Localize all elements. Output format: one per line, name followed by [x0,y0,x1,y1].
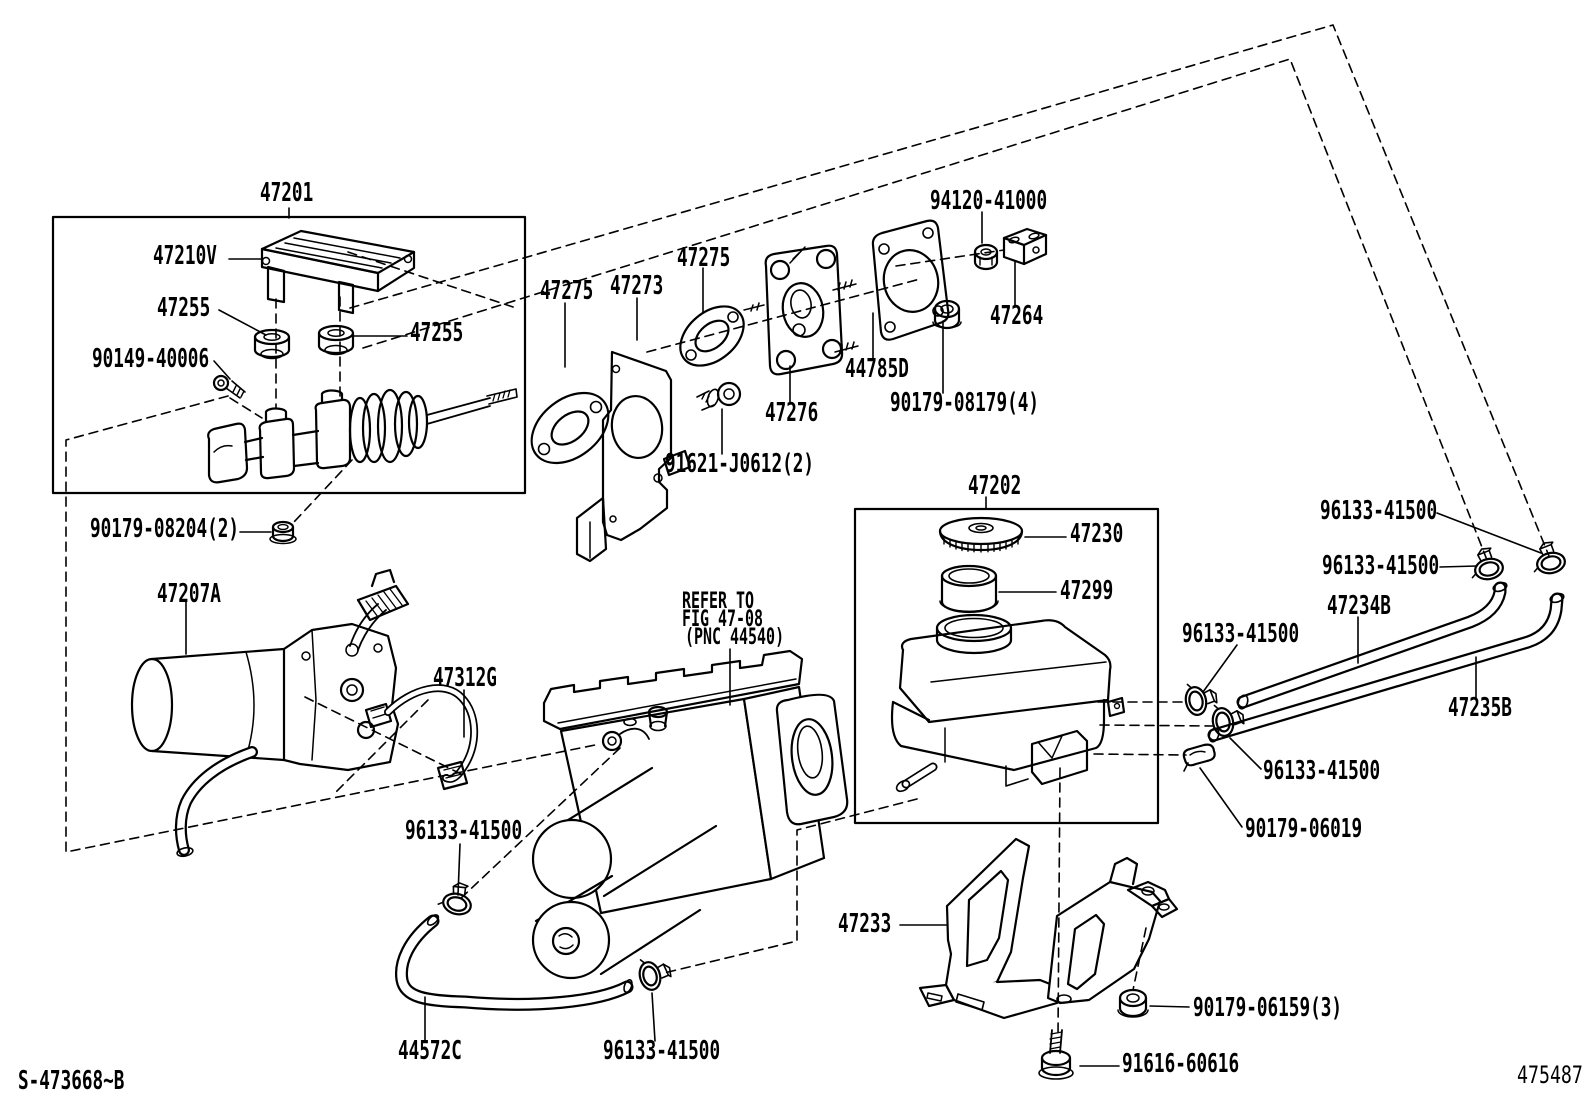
grommet-47255-right-drawing [317,324,355,356]
grommet-47255-left-drawing [253,328,291,360]
leader-lines [185,207,1542,1067]
part-label-94120-41000: 94120-41000 [930,186,1048,216]
bolt-91616-drawing [1038,1029,1074,1080]
part-label-96133-left: 96133-41500 [405,816,523,846]
figure-number-label: 475487 [1517,1061,1583,1089]
part-label-47202: 47202 [968,471,1022,501]
part-label-47201: 47201 [260,178,314,208]
part-label-47255-left: 47255 [157,293,211,323]
gasket-47275-mid-drawing [679,305,745,367]
part-label-47207A: 47207A [157,579,221,609]
grommet-47299-drawing [939,564,999,614]
part-label-47234B: 47234B [1327,591,1391,621]
part-label-90179-08179: 90179-08179(4) [890,388,1040,418]
part-label-47273: 47273 [610,271,664,301]
nut-90179-08179-drawing [932,299,962,330]
hose-clamp-top-left [1465,544,1506,584]
part-label-44785D: 44785D [845,354,909,384]
part-label-90149-40006: 90149-40006 [92,344,210,374]
part-label-47233: 47233 [838,909,892,939]
hose-44572C-drawing [394,914,634,1011]
reservoir-tank-47202-drawing [890,613,1126,793]
part-label-96133-top2: 96133-41500 [1322,551,1440,581]
nut-90179-06159-drawing [1117,988,1149,1018]
drawing-number-label: S-473668~B [18,1066,125,1096]
part-label-47210V: 47210V [153,241,217,271]
manifold-47210V-drawing [260,229,416,315]
part-label-47276: 47276 [765,398,819,428]
hose-47234B-drawing [1236,581,1508,710]
oil-tube-47312G-drawing [364,684,479,791]
spacer-47264-drawing [1002,227,1048,266]
hose-47235B-drawing [1207,592,1565,743]
reservoir-cap-47230-drawing [938,516,1024,553]
hose-clamp-top-right [1527,538,1568,578]
part-label-96133-mid: 96133-41500 [1182,619,1300,649]
hose-clamp-mid-1 [1181,677,1221,718]
abs-actuator-drawing [531,649,849,980]
note-refer-line3: (PNC 44540) [685,625,785,650]
bolt-91621-drawing [696,381,742,411]
bracket-47233-drawing [918,837,1179,1020]
bolt-90149-drawing [212,374,246,399]
gasket-47275-left-drawing [530,391,610,465]
part-label-47275-mid: 47275 [677,243,731,273]
cover-plate-47276-drawing [743,244,859,376]
nut-90179-08204-drawing [269,520,297,545]
gasket-44785D-drawing [871,219,950,341]
part-label-47275-left: 47275 [540,276,594,306]
part-label-91616-60616: 91616-60616 [1122,1049,1240,1079]
part-label-47255-right: 47255 [410,318,464,348]
master-cylinder-47201-drawing [207,388,518,484]
part-label-47264: 47264 [990,301,1044,331]
part-label-90179-08204: 90179-08204(2) [90,514,240,544]
clip-90179-06019-drawing [1182,743,1216,772]
part-label-90179-06019: 90179-06019 [1245,814,1363,844]
part-label-96133-low: 96133-41500 [1263,756,1381,786]
booster-pump-47207A-drawing [130,568,410,858]
bracket-47273-drawing [575,350,692,563]
nut-94120-drawing [973,243,999,271]
note-refer-line1: REFER TO [682,589,755,614]
projection-lines [65,24,1550,1037]
part-label-47235B: 47235B [1448,693,1512,723]
part-label-90179-06159: 90179-06159(3) [1193,993,1343,1023]
part-label-47299: 47299 [1060,576,1114,606]
part-label-96133-top1: 96133-41500 [1320,496,1438,526]
detail-box-47202 [853,507,1160,825]
part-label-47230: 47230 [1070,519,1124,549]
hose-clamp-left [435,877,478,919]
note-refer-line2: FIG 47-08 [682,607,764,632]
part-label-91621-J0612: 91621-J0612(2) [665,449,815,479]
part-label-47312G: 47312G [433,663,497,693]
part-label-44572C: 44572C [398,1036,462,1066]
part-label-96133-bottom: 96133-41500 [603,1036,721,1066]
